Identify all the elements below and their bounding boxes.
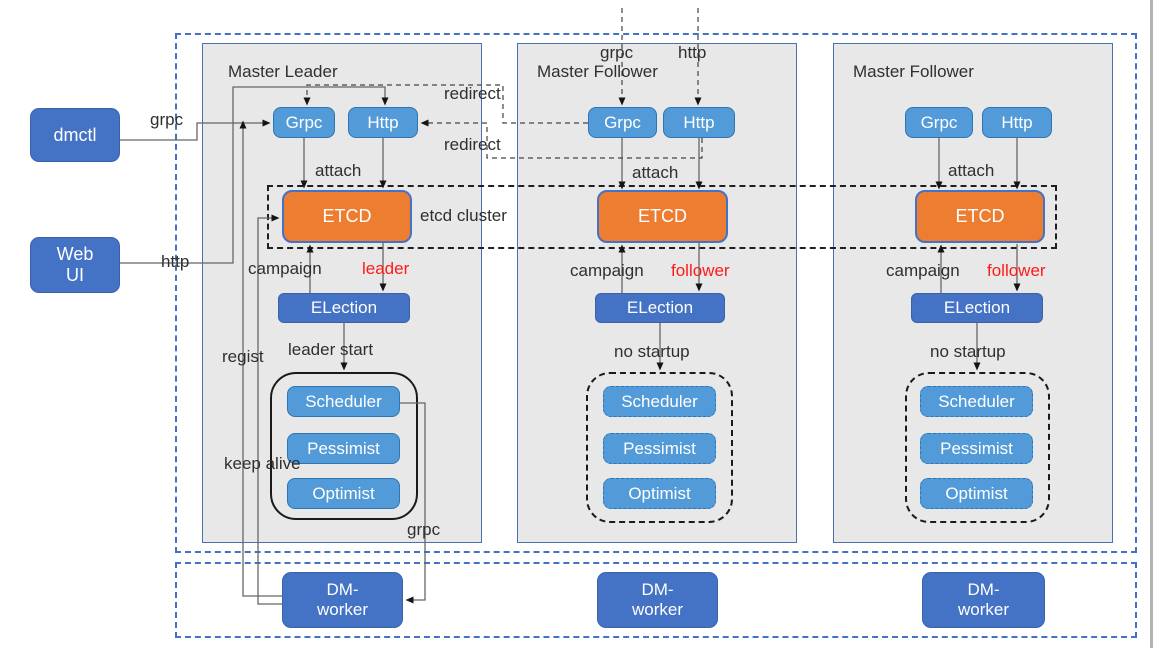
external-grpc-label: grpc [600, 43, 634, 62]
dm-worker-box-3: DM- worker [922, 572, 1045, 628]
follower2-modules-container [905, 372, 1050, 523]
panel1-startup-label: leader start [288, 340, 374, 359]
panel1-pessimist-label: Pessimist [307, 438, 380, 458]
dm-worker3-line1: DM- [967, 580, 1000, 600]
masters-dashed-region [175, 33, 1137, 553]
panel1-election-label: ELection [310, 298, 378, 318]
panel1-campaign-label: campaign [248, 259, 322, 278]
panel3-pessimist-box: Pessimist [920, 433, 1033, 464]
webui-box: Web UI [30, 237, 120, 293]
etcd-cluster-label: etcd cluster [420, 206, 507, 225]
panel2-optimist-box: Optimist [603, 478, 716, 509]
redirect-label-top: redirect [444, 84, 501, 103]
panel2-election-box: ELection [595, 293, 725, 323]
panel2-grpc-label: Grpc [604, 112, 641, 132]
panel2-scheduler-label: Scheduler [621, 391, 698, 411]
dm-worker-box-2: DM- worker [597, 572, 718, 628]
panel3-title: Master Follower [853, 62, 974, 81]
panel1-http-label: Http [367, 112, 399, 132]
panel1-election-box: ELection [278, 293, 410, 323]
redirect-label-bottom: redirect [444, 135, 501, 154]
panel1-attach-label: attach [315, 161, 362, 180]
panel3-startup-label: no startup [930, 342, 1006, 361]
panel1-scheduler-label: Scheduler [305, 391, 382, 411]
panel2-pessimist-label: Pessimist [623, 438, 696, 458]
panel2-campaign-label: campaign [570, 261, 644, 280]
follower1-modules-container [586, 372, 733, 523]
panel3-grpc-box: Grpc [905, 107, 973, 138]
panel1-etcd-box: ETCD [282, 190, 412, 243]
panel1-optimist-label: Optimist [312, 483, 375, 503]
dm-worker1-line1: DM- [326, 580, 359, 600]
panel3-role-label: follower [987, 261, 1046, 280]
panel3-optimist-label: Optimist [945, 483, 1008, 503]
panel1-title: Master Leader [228, 62, 338, 81]
panel3-attach-label: attach [948, 161, 995, 180]
panel2-election-label: ELection [626, 298, 694, 318]
panel1-grpc-label: Grpc [285, 112, 323, 132]
dm-worker-box-1: DM- worker [282, 572, 403, 628]
panel2-title: Master Follower [537, 62, 658, 81]
panel2-pessimist-box: Pessimist [603, 433, 716, 464]
panel2-startup-label: no startup [614, 342, 690, 361]
workers-dashed-region [175, 562, 1137, 638]
dm-worker1-line2: worker [316, 600, 368, 619]
webui-label-line2: UI [66, 265, 84, 285]
panel3-scheduler-box: Scheduler [920, 386, 1033, 417]
panel2-etcd-box: ETCD [597, 190, 728, 243]
dmctl-label: dmctl [53, 124, 97, 145]
panel3-etcd-box: ETCD [915, 190, 1045, 243]
panel1-role-label: leader [362, 259, 410, 278]
panel2-role-label: follower [671, 261, 730, 280]
keep-alive-label: keep alive [224, 454, 301, 473]
panel2-optimist-label: Optimist [628, 483, 691, 503]
window-edge-line [1150, 0, 1153, 648]
panel2-http-box: Http [663, 107, 735, 138]
panel3-scheduler-label: Scheduler [938, 391, 1015, 411]
panel2-etcd-label: ETCD [638, 206, 687, 227]
regist-label: regist [222, 347, 264, 366]
panel3-optimist-box: Optimist [920, 478, 1033, 509]
panel3-http-box: Http [982, 107, 1052, 138]
dm-worker2-line1: DM- [641, 580, 674, 600]
panel2-attach-label: attach [632, 163, 679, 182]
dmctl-grpc-label: grpc [150, 110, 184, 129]
panel1-optimist-box: Optimist [287, 478, 400, 509]
webui-label-line1: Web [56, 244, 94, 265]
dm-worker2-line2: worker [631, 600, 683, 619]
panel2-http-label: Http [683, 112, 715, 132]
external-http-label: http [678, 43, 707, 62]
panel1-etcd-label: ETCD [322, 206, 372, 227]
panel1-grpc-box: Grpc [273, 107, 335, 138]
panel3-pessimist-label: Pessimist [940, 438, 1013, 458]
panel3-etcd-label: ETCD [955, 206, 1005, 227]
panel2-scheduler-box: Scheduler [603, 386, 716, 417]
panel2-grpc-box: Grpc [588, 107, 657, 138]
dm-worker3-line2: worker [957, 600, 1009, 619]
panel3-election-label: ELection [943, 298, 1011, 318]
panel1-pessimist-box: Pessimist [287, 433, 400, 464]
panel3-campaign-label: campaign [886, 261, 960, 280]
panel3-grpc-label: Grpc [920, 112, 958, 132]
panel1-http-box: Http [348, 107, 418, 138]
panel3-election-box: ELection [911, 293, 1043, 323]
panel3-http-label: Http [1001, 112, 1033, 132]
webui-http-label: http [161, 252, 190, 271]
worker-grpc-label: grpc [407, 520, 441, 539]
panel1-scheduler-box: Scheduler [287, 386, 400, 417]
dmctl-box: dmctl [30, 108, 120, 162]
